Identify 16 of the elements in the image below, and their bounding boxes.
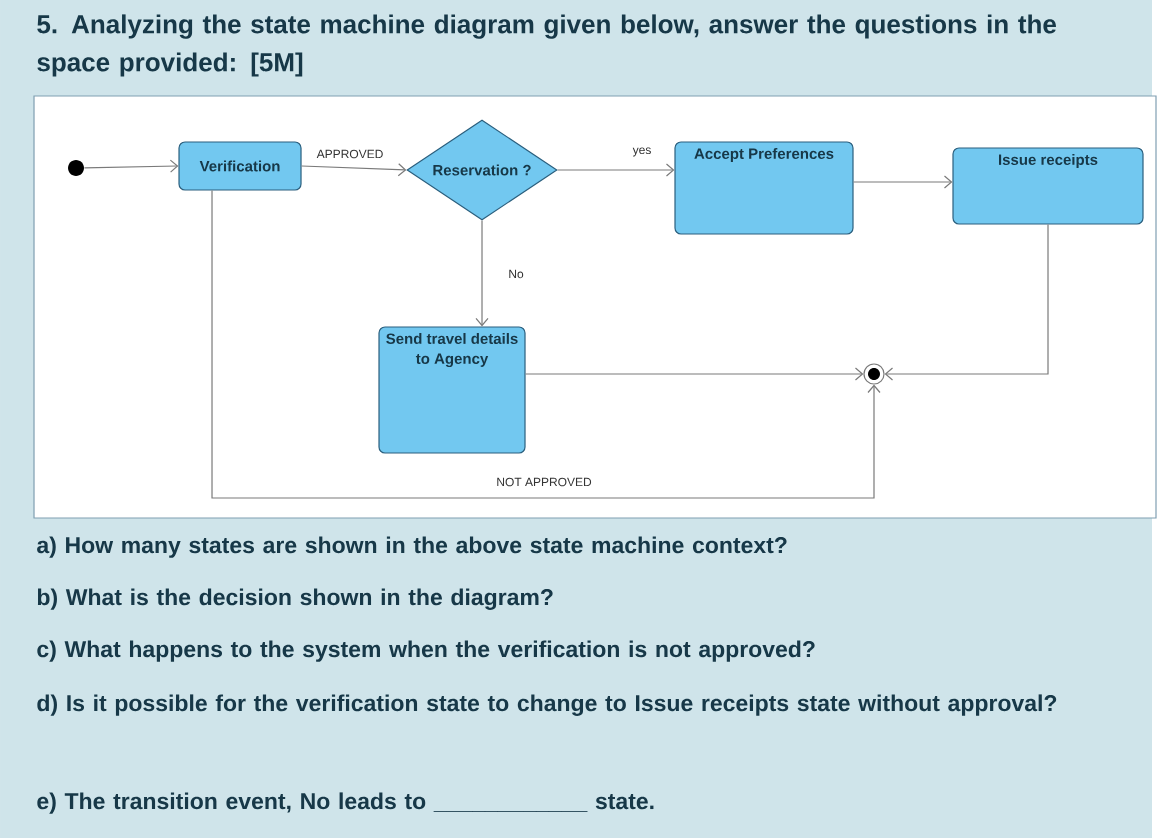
transition-arrow	[557, 163, 675, 177]
transition-arrow	[83, 159, 179, 173]
question: e) The transition event, No leads to ____________ state.	[37, 792, 654, 814]
transition-arrow	[525, 367, 864, 381]
final-state	[863, 363, 885, 385]
transition-arrow	[884, 224, 1049, 381]
title: 5. Analyzing the state machine diagram given below, answer the questions in the space provided: [5M]	[37, 14, 1056, 77]
transition-arrow	[301, 163, 407, 177]
transition-arrow	[211, 190, 881, 499]
transition-arrow	[853, 175, 953, 189]
transition-arrow	[475, 220, 489, 327]
question: c) What happens to the system when the verification is not approved?	[37, 640, 815, 662]
question: b) What is the decision shown in the diagram?	[37, 588, 553, 610]
question: d) Is it possible for the verification state to change to Issue receipts state without approval?	[37, 694, 1057, 716]
initial-state	[68, 160, 84, 176]
question: a) How many states are shown in the above state machine context?	[37, 536, 787, 558]
